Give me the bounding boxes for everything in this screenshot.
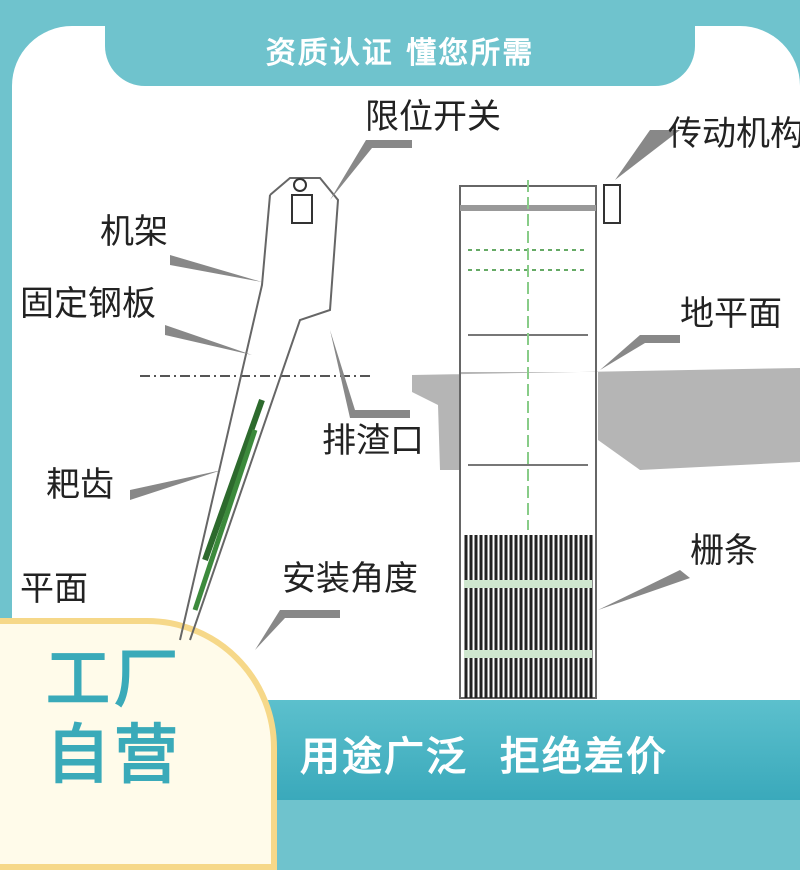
factory-badge: 工厂 自营 xyxy=(0,618,277,870)
badge-line-2: 自营 xyxy=(46,719,182,793)
top-banner xyxy=(105,0,695,86)
badge-line-1: 工厂 xyxy=(46,643,182,717)
bottom-banner-text: 用途广泛 拒绝差价 xyxy=(300,734,668,780)
top-banner-title: 资质认证 懂您所需 xyxy=(265,36,535,71)
